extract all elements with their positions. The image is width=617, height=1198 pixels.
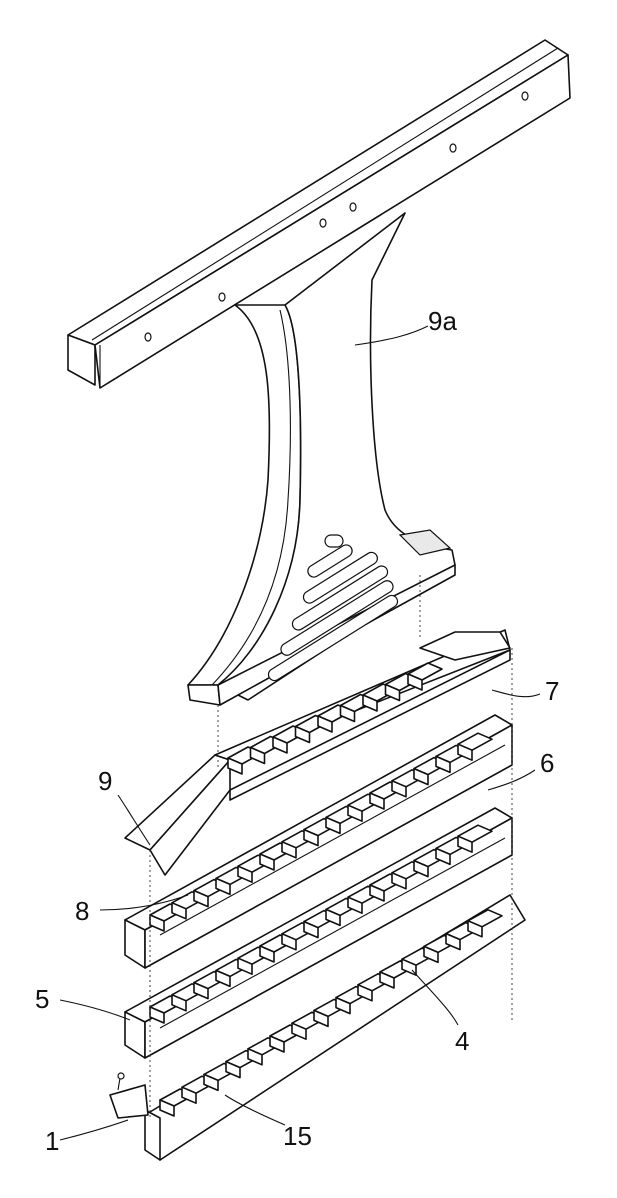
block-side: [215, 877, 231, 896]
block-side: [379, 971, 395, 989]
label-9a: 9a: [428, 306, 457, 336]
block-side: [247, 1048, 263, 1066]
part-15-channel: [109, 894, 526, 1161]
block-side: [259, 853, 275, 871]
block-side: [384, 683, 401, 702]
label-7: 7: [545, 676, 559, 706]
block-side: [317, 715, 333, 733]
block-side: [303, 828, 319, 847]
block-side: [369, 884, 385, 902]
block-side: [193, 981, 209, 1000]
part-9-rail: [124, 629, 511, 876]
label-8: 8: [75, 896, 89, 926]
block-side: [171, 993, 187, 1012]
block-side: [347, 896, 363, 915]
block-side: [193, 889, 209, 908]
label-1: 1: [45, 1126, 59, 1156]
alignment-lines: [149, 575, 513, 1118]
block-side: [215, 969, 231, 988]
block-side: [227, 757, 243, 775]
label-9: 9: [98, 766, 112, 796]
block-side: [457, 835, 473, 854]
block-side: [259, 945, 275, 963]
part-7-8-rail: [124, 714, 513, 969]
block-side: [203, 1073, 219, 1092]
block-side: [237, 865, 253, 884]
block-side: [171, 901, 187, 920]
block-side: [272, 736, 288, 754]
block-side: [269, 1035, 285, 1053]
block-side: [435, 755, 451, 774]
block-side: [457, 743, 473, 762]
top-crossbar: [67, 39, 571, 389]
block-side: [435, 847, 451, 866]
part-5-6-rail: [124, 807, 513, 1059]
block-side: [313, 1009, 329, 1028]
block-side: [347, 804, 363, 823]
block-side: [467, 919, 483, 938]
block-side: [407, 673, 423, 691]
block-side: [369, 792, 385, 810]
leader-lines: [59, 325, 541, 1141]
block-side: [362, 694, 378, 712]
block-side: [413, 859, 429, 878]
block-side: [303, 920, 319, 939]
block-side: [249, 746, 266, 765]
block-side: [281, 932, 297, 951]
block-side: [445, 932, 461, 951]
block-side: [391, 779, 407, 798]
block-side: [159, 1099, 175, 1117]
block-side: [149, 1006, 165, 1024]
label-5: 5: [35, 984, 49, 1014]
block-side: [181, 1086, 197, 1104]
block-side: [339, 704, 356, 723]
block-side: [325, 816, 341, 835]
block-side: [237, 957, 253, 976]
block-side: [413, 767, 429, 786]
block-side: [357, 983, 373, 1002]
vertical-web: [187, 212, 456, 706]
label-4: 4: [455, 1026, 469, 1056]
block-side: [294, 725, 311, 744]
label-15: 15: [283, 1121, 312, 1151]
label-6: 6: [540, 748, 554, 778]
block-side: [423, 945, 439, 964]
block-side: [291, 1022, 307, 1040]
block-side: [335, 996, 351, 1015]
block-side: [325, 908, 341, 927]
block-side: [281, 840, 297, 859]
block-side: [391, 871, 407, 890]
block-side: [225, 1060, 241, 1079]
